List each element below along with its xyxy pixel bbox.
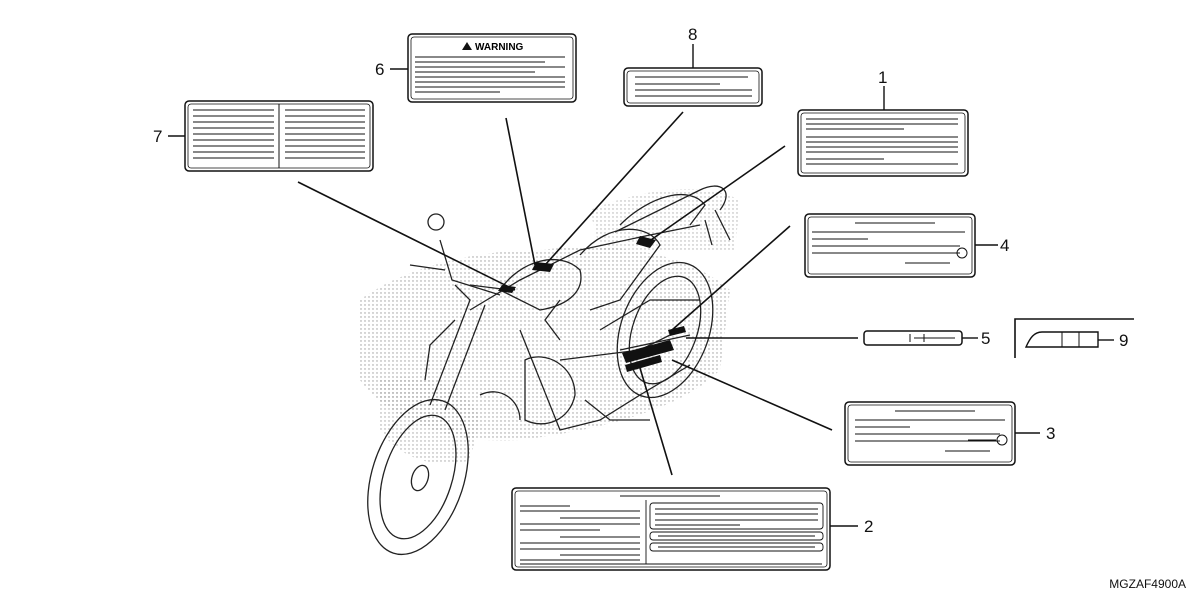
callout-9: 9: [1119, 331, 1129, 350]
callout-7: 7: [153, 127, 163, 146]
label-5: [863, 330, 963, 346]
label-7: [184, 100, 374, 172]
callout-1: 1: [878, 68, 888, 87]
label-4: [804, 213, 976, 278]
leader-lines: [297, 111, 858, 476]
label-8: [623, 67, 763, 107]
label-3: [844, 401, 1016, 466]
callout-5: 5: [981, 329, 991, 348]
callout-2: 2: [864, 517, 874, 536]
callout-3: 3: [1046, 424, 1056, 443]
label-1: [797, 109, 969, 177]
callout-6: 6: [375, 60, 385, 79]
label-locations: [498, 236, 686, 372]
label-6: [407, 33, 577, 103]
callout-8: 8: [688, 25, 698, 44]
warning-heading: WARNING: [475, 42, 524, 53]
label-9: [1014, 318, 1134, 358]
drawing-code: MGZAF4900A: [1109, 577, 1186, 591]
label-2: [511, 487, 831, 571]
callout-4: 4: [1000, 236, 1010, 255]
